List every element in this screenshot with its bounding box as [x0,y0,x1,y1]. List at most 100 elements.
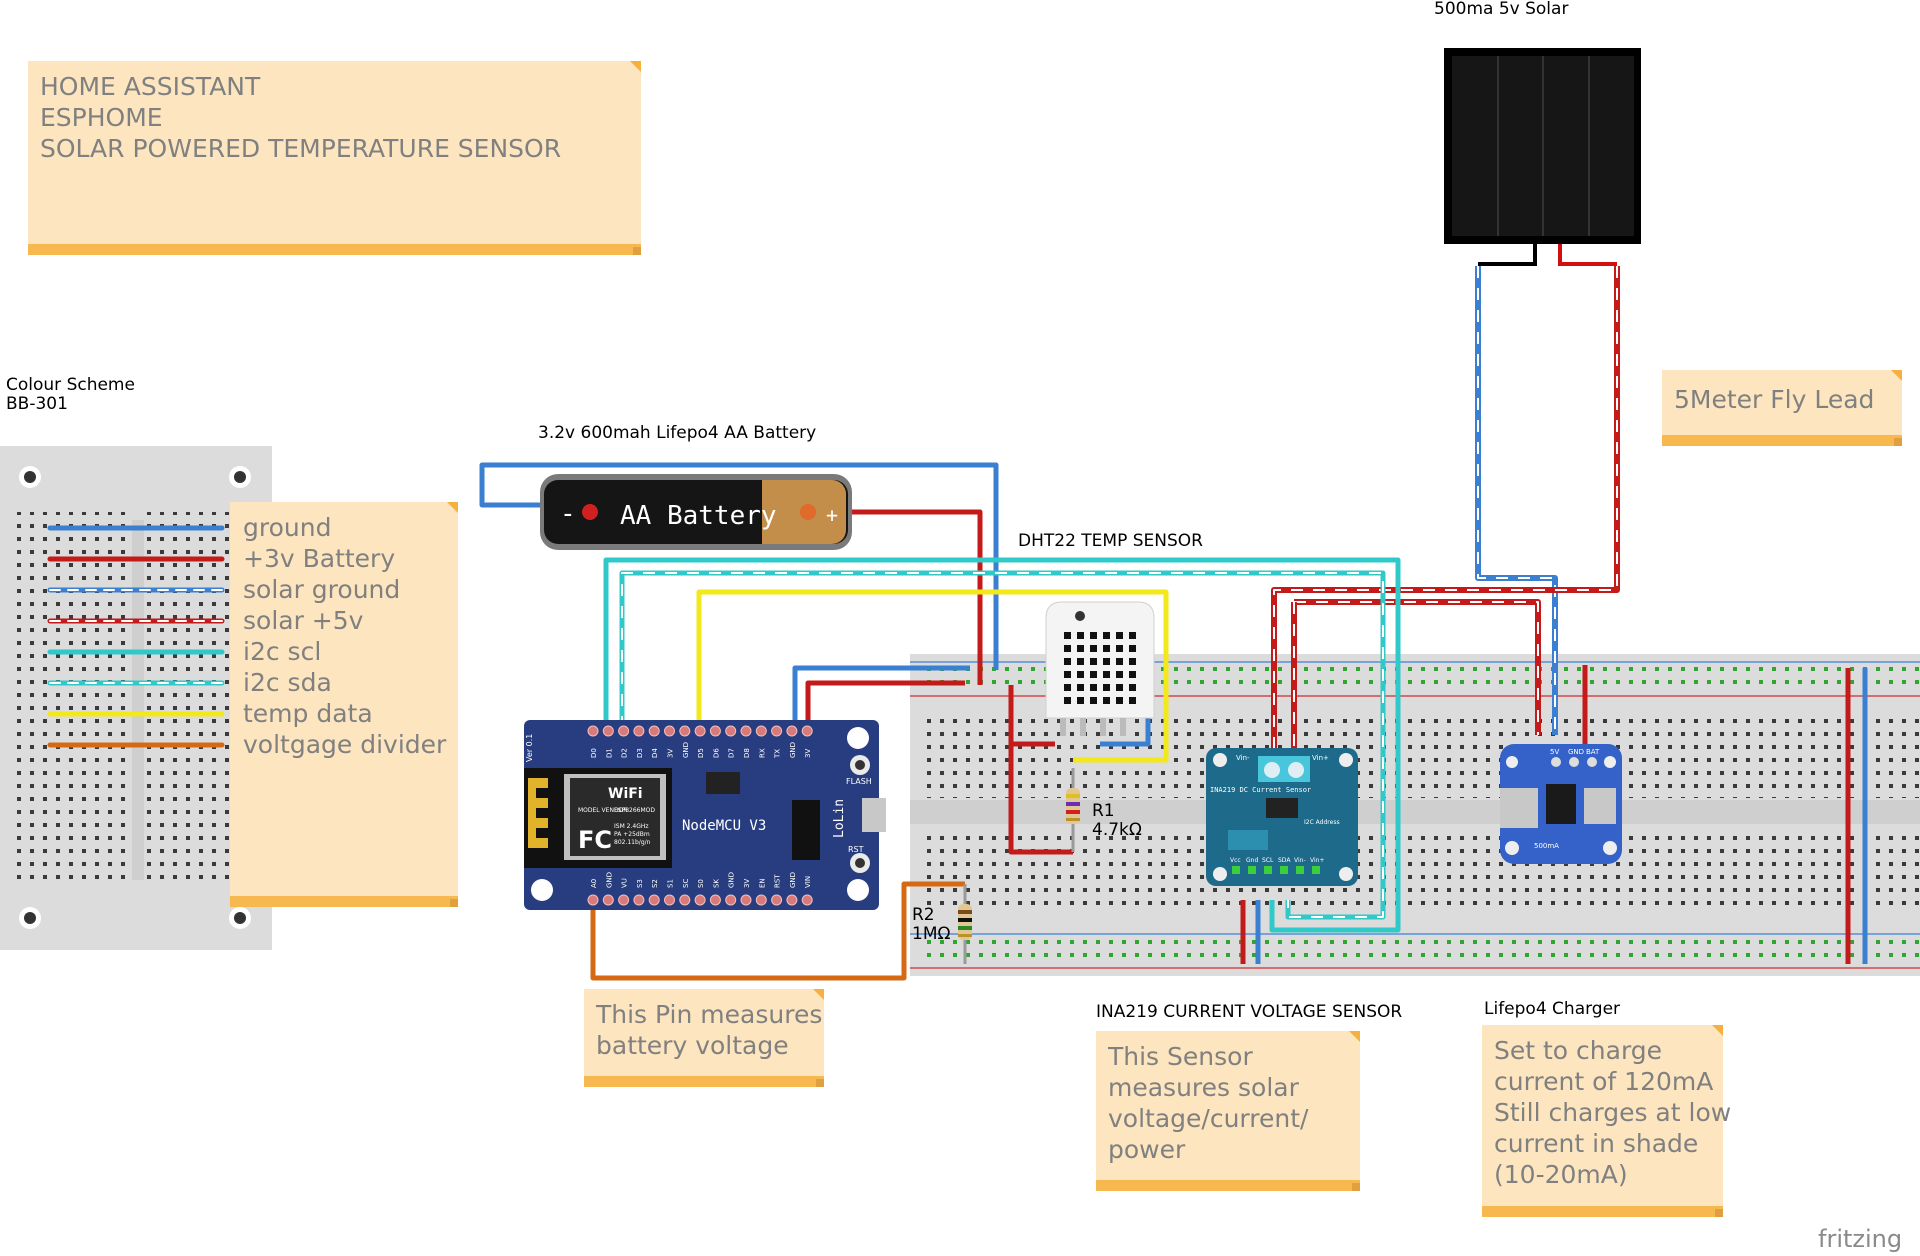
nodemcu-pin [771,894,783,906]
nodemcu-top-pin-label: D5 [697,748,705,758]
nodemcu-pin [664,725,675,737]
nodemcu-pin [694,725,706,737]
fly-lead-text: 5Meter Fly Lead [1674,385,1875,414]
colour-scheme-label: Colour Scheme [6,375,135,395]
pin-note-line: battery voltage [596,1031,789,1060]
ina219-label: INA219 CURRENT VOLTAGE SENSOR [1096,1002,1403,1022]
resistor-r1 [1066,768,1080,852]
solar-panel [1444,48,1641,266]
nodemcu-bottom-pin-label: S1 [667,879,675,888]
legend-line: +3v Battery [243,544,396,573]
nodemcu-pin [740,894,752,906]
nodemcu-pin [633,894,645,906]
legend-line: temp data [243,699,373,728]
nodemcu-pin [786,894,798,906]
sensor-note-line: This Sensor [1108,1042,1253,1071]
legend-line: solar +5v [243,606,364,635]
nodemcu-top-pin-label: D6 [712,748,720,758]
nodemcu-bottom-pin-label: S3 [636,879,644,888]
nodemcu-pin [618,894,630,906]
legend-line: voltgage divider [243,730,447,759]
fritzing-logo: fritzing [1818,1225,1903,1253]
nodemcu-pin [602,725,614,737]
legend-line: i2c sda [243,668,332,697]
sensor-note-line: voltage/current/ [1108,1104,1309,1133]
nodemcu-pin [786,725,798,737]
bb301-label: BB-301 [6,394,68,414]
esp-vendor-label: MODEL VENDOR [578,807,627,814]
ina-i2c-label: I2C Address [1304,819,1340,826]
wifi-logo: WiFi [608,786,643,802]
legend-line: solar ground [243,575,401,604]
nodemcu-pin [679,894,691,906]
battery-ground-wire [479,462,999,670]
ina-pin-label: Vin+ [1310,857,1324,864]
battery-body-label: AA Battery [620,501,777,531]
nodemcu-bottom-pin-label: GND [605,872,613,888]
esp-ism-label: ISM 2.4GHz [614,823,649,830]
nodemcu-pin [679,725,691,737]
nodemcu-pin [725,894,737,906]
nodemcu-top-pin-label: TX [774,749,782,759]
ina-pin-label: Gnd [1246,857,1258,864]
nodemcu-top-pin-label: GND [682,742,690,758]
nodemcu-bottom-pin-label: VIN [804,876,812,888]
charger-note-line: current of 120mA [1494,1067,1714,1096]
nodemcu-bottom-pin-label: 3V [743,879,751,888]
sensor-note-line: power [1108,1135,1186,1164]
nodemcu-pin [725,725,737,737]
ver-label: Ver 0.1 [525,734,534,762]
nodemcu-top-pin-label: 3V [804,749,812,758]
nodemcu-pin [633,725,645,737]
solar-label: 500ma 5v Solar [1434,0,1569,19]
wires [479,266,1868,981]
charger-label: Lifepo4 Charger [1484,999,1621,1019]
charger-note-line: current in shade [1494,1129,1699,1158]
ina-title-label: INA219 DC Current Sensor [1210,786,1311,794]
charger-pin-label: 5V [1550,748,1559,756]
fc-logo: FC [578,826,612,854]
ina-vin-minus-label: Vin- [1236,754,1250,762]
nodemcu-top-pin-label: D1 [605,748,613,758]
nodemcu-pin [602,894,614,906]
nodemcu-pin [709,725,721,737]
ina-pin-label: SDA [1278,857,1291,864]
nodemcu-pin [801,894,813,906]
ina-pin-label: Vin- [1294,857,1306,864]
nodemcu-pin [771,725,783,737]
nodemcu-top-pin-label: D3 [636,748,644,758]
dht22-label: DHT22 TEMP SENSOR [1018,531,1203,551]
i2c-scl-wire [603,557,1401,933]
title-line: HOME ASSISTANT [40,72,261,101]
nodemcu-top-pin-label: D2 [621,748,629,758]
r1-name: R1 [1092,801,1115,821]
title-line: SOLAR POWERED TEMPERATURE SENSOR [40,134,562,163]
ina-pin-label: Vcc [1230,857,1241,864]
nodemcu-pin [801,725,813,737]
nodemcu-bottom-pin-label: VU [621,878,629,888]
nodemcu-bottom-pin-label: GND [789,872,797,888]
charger-note-line: Still charges at low [1494,1098,1732,1127]
nodemcu-pin [694,894,706,906]
lolin-label: LoLin [832,799,847,838]
charger-pin-label: GND [1568,748,1584,756]
charger-rating-label: 500mA [1534,842,1559,850]
charger-pin-label: BAT [1586,748,1600,756]
colour-legend-wires [47,525,225,748]
dht22-sensor [1045,601,1155,736]
legend-line: ground [243,513,332,542]
nodemcu-pin [755,725,767,737]
battery-caption: 3.2v 600mah Lifepo4 AA Battery [538,423,817,443]
nodemcu-top-pin-label: D8 [743,748,751,758]
aa-battery: - AA Battery + [540,474,852,550]
r1-value: 4.7kΩ [1092,820,1142,840]
battery-minus-sign: - [560,499,576,529]
nodemcu-bottom-pin-label: SK [712,879,720,888]
